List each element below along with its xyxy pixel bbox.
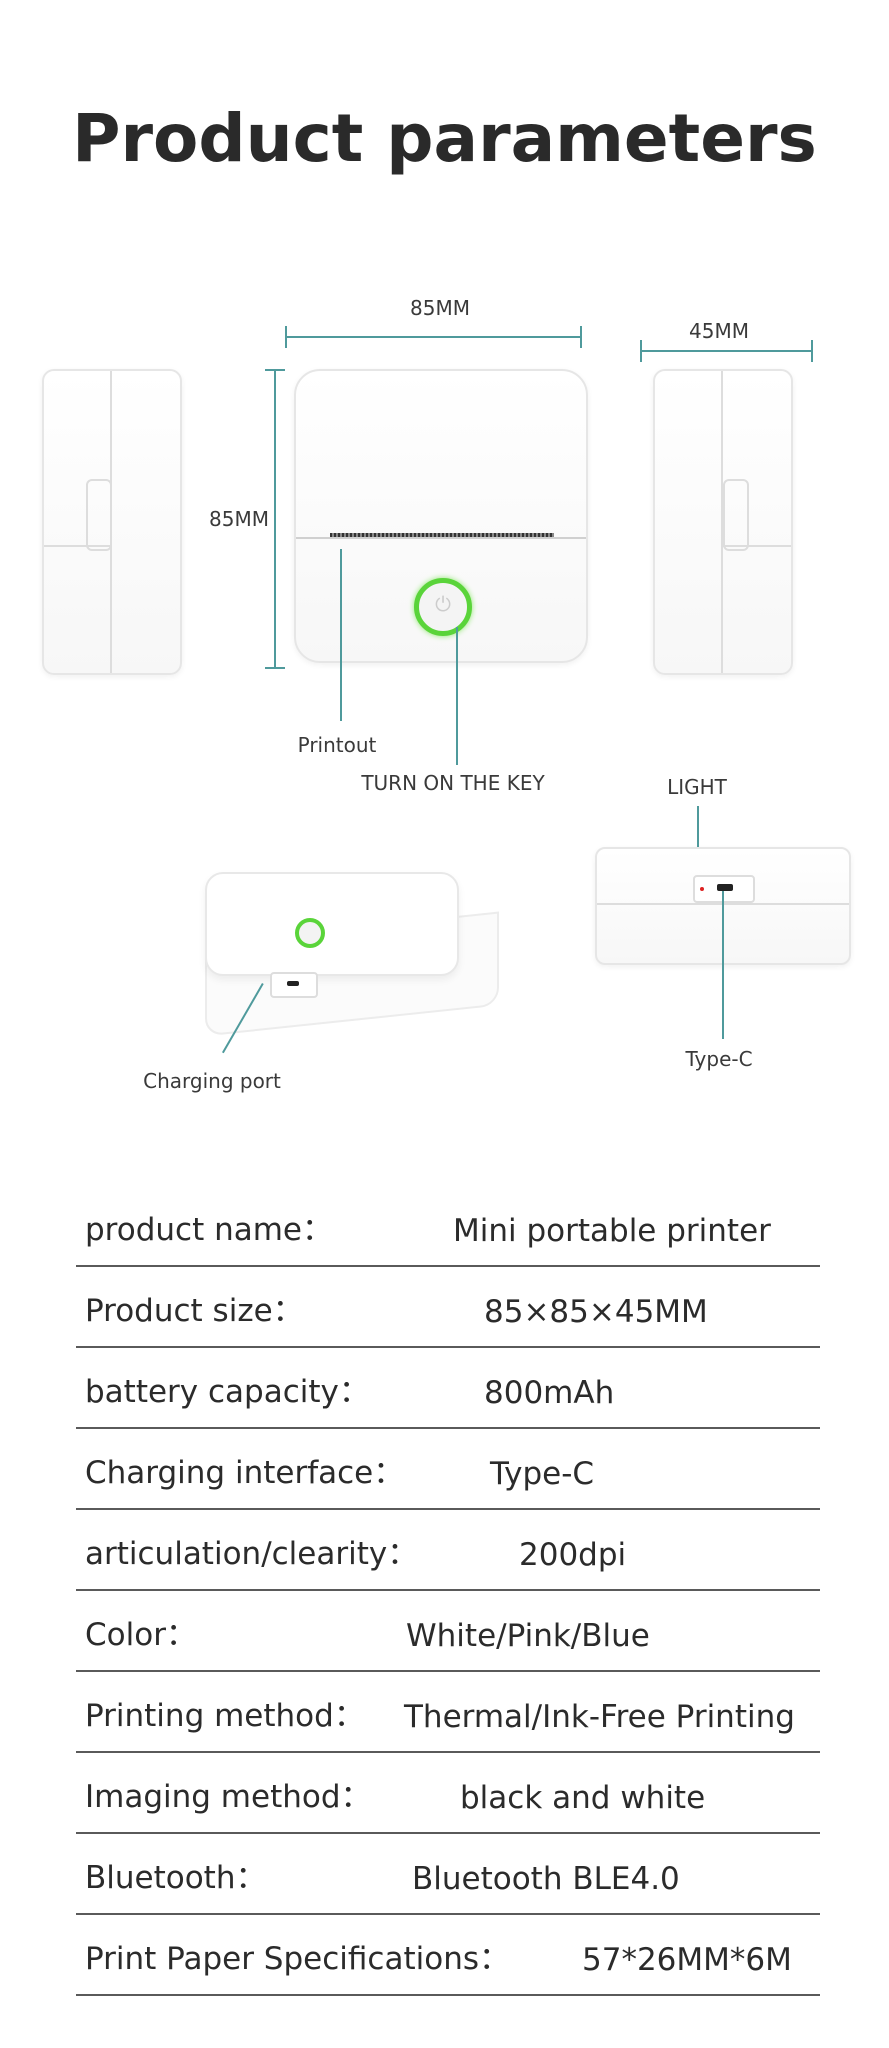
spec-value: 800mAh xyxy=(484,1375,615,1411)
table-row: Color： White/Pink/Blue xyxy=(76,1589,820,1672)
table-row: Printing method： Thermal/Ink-Free Printin… xyxy=(76,1670,820,1753)
printer-isometric-view xyxy=(205,832,505,1037)
spec-value: 200dpi xyxy=(519,1537,627,1573)
spec-value: Mini portable printer xyxy=(453,1213,771,1249)
power-icon: ⏻ xyxy=(435,594,451,616)
dimension-tick xyxy=(580,326,582,348)
height-dimension-line xyxy=(274,369,276,669)
spec-value: 57*26MM*6M xyxy=(582,1942,792,1978)
printer-front-view: ⏻ xyxy=(294,369,588,663)
spec-value: Type-C xyxy=(490,1456,595,1492)
indicator-light xyxy=(700,887,704,891)
power-key-label: TURN ON THE KEY xyxy=(361,771,545,795)
width-dimension-line xyxy=(285,336,582,338)
spec-label: Imaging method： xyxy=(85,1779,372,1815)
table-row: Imaging method： black and white xyxy=(76,1751,820,1834)
spec-label: product name： xyxy=(85,1212,333,1248)
dimension-tick xyxy=(265,369,285,371)
printout-label: Printout xyxy=(297,733,377,757)
depth-label: 45MM xyxy=(689,319,749,343)
spec-label: battery capacity： xyxy=(85,1374,370,1410)
table-row: Charging interface： Type-C xyxy=(76,1427,820,1510)
table-row: articulation/clearity： 200dpi xyxy=(76,1508,820,1591)
height-label: 85MM xyxy=(209,507,269,531)
spec-label: Printing method： xyxy=(85,1698,365,1734)
width-label: 85MM xyxy=(410,296,470,320)
spec-label: Bluetooth： xyxy=(85,1860,267,1896)
dimension-tick xyxy=(265,667,285,669)
dimension-tick xyxy=(640,340,642,362)
table-row: product name： Mini portable printer xyxy=(76,1184,820,1267)
charging-port xyxy=(270,972,318,998)
charging-port-label: Charging port xyxy=(143,1069,281,1093)
typec-callout-line xyxy=(722,891,724,1039)
page-title: Product parameters xyxy=(72,100,817,177)
printer-side-view-left xyxy=(42,369,182,675)
spec-label: Print Paper Specifications： xyxy=(85,1941,510,1977)
table-row: Product size： 85×85×45MM xyxy=(76,1265,820,1348)
power-key-callout-line xyxy=(456,627,458,765)
dimension-tick xyxy=(285,326,287,348)
spec-value: black and white xyxy=(460,1780,706,1816)
light-label: LIGHT xyxy=(667,775,727,799)
spec-value: Thermal/Ink-Free Printing xyxy=(404,1699,795,1735)
power-button: ⏻ xyxy=(414,578,472,636)
dimension-tick xyxy=(811,340,813,362)
power-button xyxy=(295,918,325,948)
spec-label: Product size： xyxy=(85,1293,304,1329)
paper-slot xyxy=(330,533,554,537)
spec-label: Charging interface： xyxy=(85,1455,405,1491)
spec-value: Bluetooth BLE4.0 xyxy=(412,1861,680,1897)
typec-label: Type-C xyxy=(685,1047,753,1071)
printer-side-view-right xyxy=(653,369,793,675)
table-row: Print Paper Specifications： 57*26MM*6M xyxy=(76,1913,820,1996)
spec-value: 85×85×45MM xyxy=(484,1294,708,1330)
typec-port xyxy=(717,884,733,891)
spec-label: articulation/clearity： xyxy=(85,1536,419,1572)
table-row: Bluetooth： Bluetooth BLE4.0 xyxy=(76,1832,820,1915)
spec-value: White/Pink/Blue xyxy=(406,1618,650,1654)
table-row: battery capacity： 800mAh xyxy=(76,1346,820,1429)
printout-callout-line xyxy=(340,549,342,721)
depth-dimension-line xyxy=(640,350,813,352)
spec-label: Color： xyxy=(85,1617,197,1653)
usb-port-panel xyxy=(693,875,755,903)
